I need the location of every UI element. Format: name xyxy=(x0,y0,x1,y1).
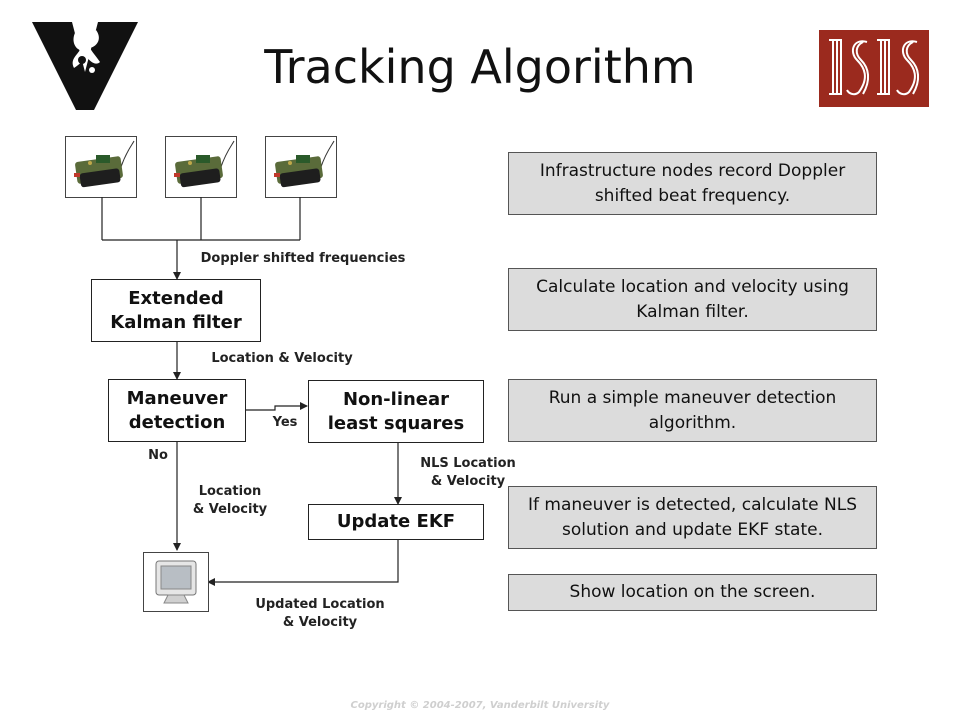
nls-box: Non-linear least squares xyxy=(308,380,484,443)
location-velocity-label-2: Location & Velocity xyxy=(192,484,268,517)
copyright-footer: Copyright © 2004-2007, Vanderbilt Univer… xyxy=(350,700,610,711)
location-velocity-label: Location & Velocity xyxy=(211,351,353,366)
info-box-nls: If maneuver is detected, calculate NLS s… xyxy=(508,486,877,549)
sensor-node-image-2 xyxy=(165,136,237,198)
no-label: No xyxy=(148,448,168,463)
doppler-label: Doppler shifted frequencies xyxy=(200,251,406,266)
yes-label: Yes xyxy=(272,415,298,430)
info-box-kalman: Calculate location and velocity using Ka… xyxy=(508,268,877,331)
slide-title: Tracking Algorithm xyxy=(264,40,696,94)
sensor-node-image-3 xyxy=(265,136,337,198)
update-ekf-box: Update EKF xyxy=(308,504,484,540)
nls-location-label: NLS Location & Velocity xyxy=(420,456,516,489)
monitor-icon xyxy=(143,552,209,612)
info-box-record-doppler: Infrastructure nodes record Doppler shif… xyxy=(508,152,877,215)
vanderbilt-logo xyxy=(30,20,140,112)
info-box-maneuver: Run a simple maneuver detection algorith… xyxy=(508,379,877,442)
isis-logo xyxy=(819,30,929,107)
updated-location-label: Updated Location & Velocity xyxy=(255,597,385,630)
info-box-show-location: Show location on the screen. xyxy=(508,574,877,611)
ekf-box: Extended Kalman filter xyxy=(91,279,261,342)
sensor-node-image-1 xyxy=(65,136,137,198)
maneuver-detection-box: Maneuver detection xyxy=(108,379,246,442)
